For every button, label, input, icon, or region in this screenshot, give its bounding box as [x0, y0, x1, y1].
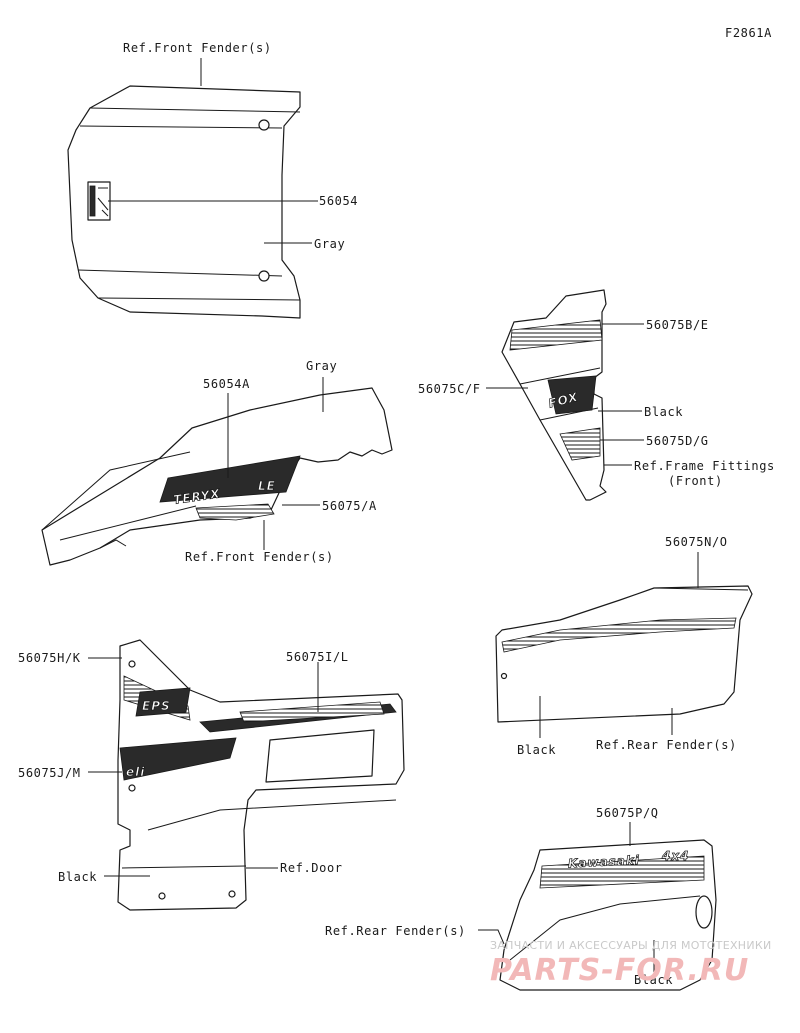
decal-eps-icon: EPS	[135, 687, 191, 717]
label-black-door: Black	[58, 870, 97, 884]
label-56054A: 56054A	[203, 377, 250, 391]
label-ref-front-fender-top: Ref.Front Fender(s)	[123, 41, 272, 55]
label-gray-side: Gray	[306, 359, 337, 373]
svg-text:Kawasaki: Kawasaki	[568, 853, 641, 871]
decal-56054-icon	[87, 181, 111, 221]
frame-fitting-front: FOX	[501, 289, 607, 501]
svg-text:LE: LE	[258, 479, 276, 493]
label-56075NO: 56075N/O	[665, 535, 728, 549]
label-56075A: 56075/A	[322, 499, 377, 513]
mounting-hole-icon	[258, 119, 270, 131]
mounting-hole-icon	[258, 270, 270, 282]
decal-teryx-icon: TERYX LE	[159, 455, 301, 507]
label-56075CF: 56075C/F	[418, 382, 481, 396]
label-ref-rear-fender-2: Ref.Rear Fender(s)	[325, 924, 466, 938]
rear-fender-side	[495, 585, 753, 723]
label-gray-hood: Gray	[314, 237, 345, 251]
figure-id: F2861A	[725, 26, 772, 40]
label-56075DG: 56075D/G	[646, 434, 709, 448]
label-56075PQ: 56075P/Q	[596, 806, 659, 820]
watermark-caption: ЗАПЧАСТИ И АКСЕССУАРЫ ДЛЯ МОТОТЕХНИКИ	[490, 939, 772, 952]
label-black-bottom: Black	[634, 973, 673, 987]
label-black-fox: Black	[644, 405, 683, 419]
svg-text:eli: eli	[126, 765, 145, 779]
label-ref-frame-fittings-1: Ref.Frame Fittings	[634, 459, 775, 473]
decal-eli-icon: eli	[119, 737, 237, 781]
svg-text:TERYX: TERYX	[172, 486, 221, 506]
watermark-brand: PARTS-FOR.RU	[490, 953, 749, 988]
front-fender-hood	[67, 85, 301, 319]
door-panel: EPS eli	[117, 639, 405, 911]
label-56075BE: 56075B/E	[646, 318, 709, 332]
label-ref-rear-fender-1: Ref.Rear Fender(s)	[596, 738, 737, 752]
label-ref-door: Ref.Door	[280, 861, 343, 875]
rear-fender-kawasaki: Kawasaki 4x4	[499, 839, 717, 991]
label-56075HK: 56075H/K	[18, 651, 81, 665]
label-56075JM: 56075J/M	[18, 766, 81, 780]
label-ref-frame-fittings-2: (Front)	[668, 474, 723, 488]
svg-text:4x4: 4x4	[661, 849, 689, 863]
svg-text:EPS: EPS	[142, 699, 171, 713]
front-fender-side: TERYX LE	[41, 387, 393, 566]
label-56054: 56054	[319, 194, 358, 208]
label-ref-front-fender-mid: Ref.Front Fender(s)	[185, 550, 334, 564]
label-56075IL: 56075I/L	[286, 650, 349, 664]
label-black-rear: Black	[517, 743, 556, 757]
